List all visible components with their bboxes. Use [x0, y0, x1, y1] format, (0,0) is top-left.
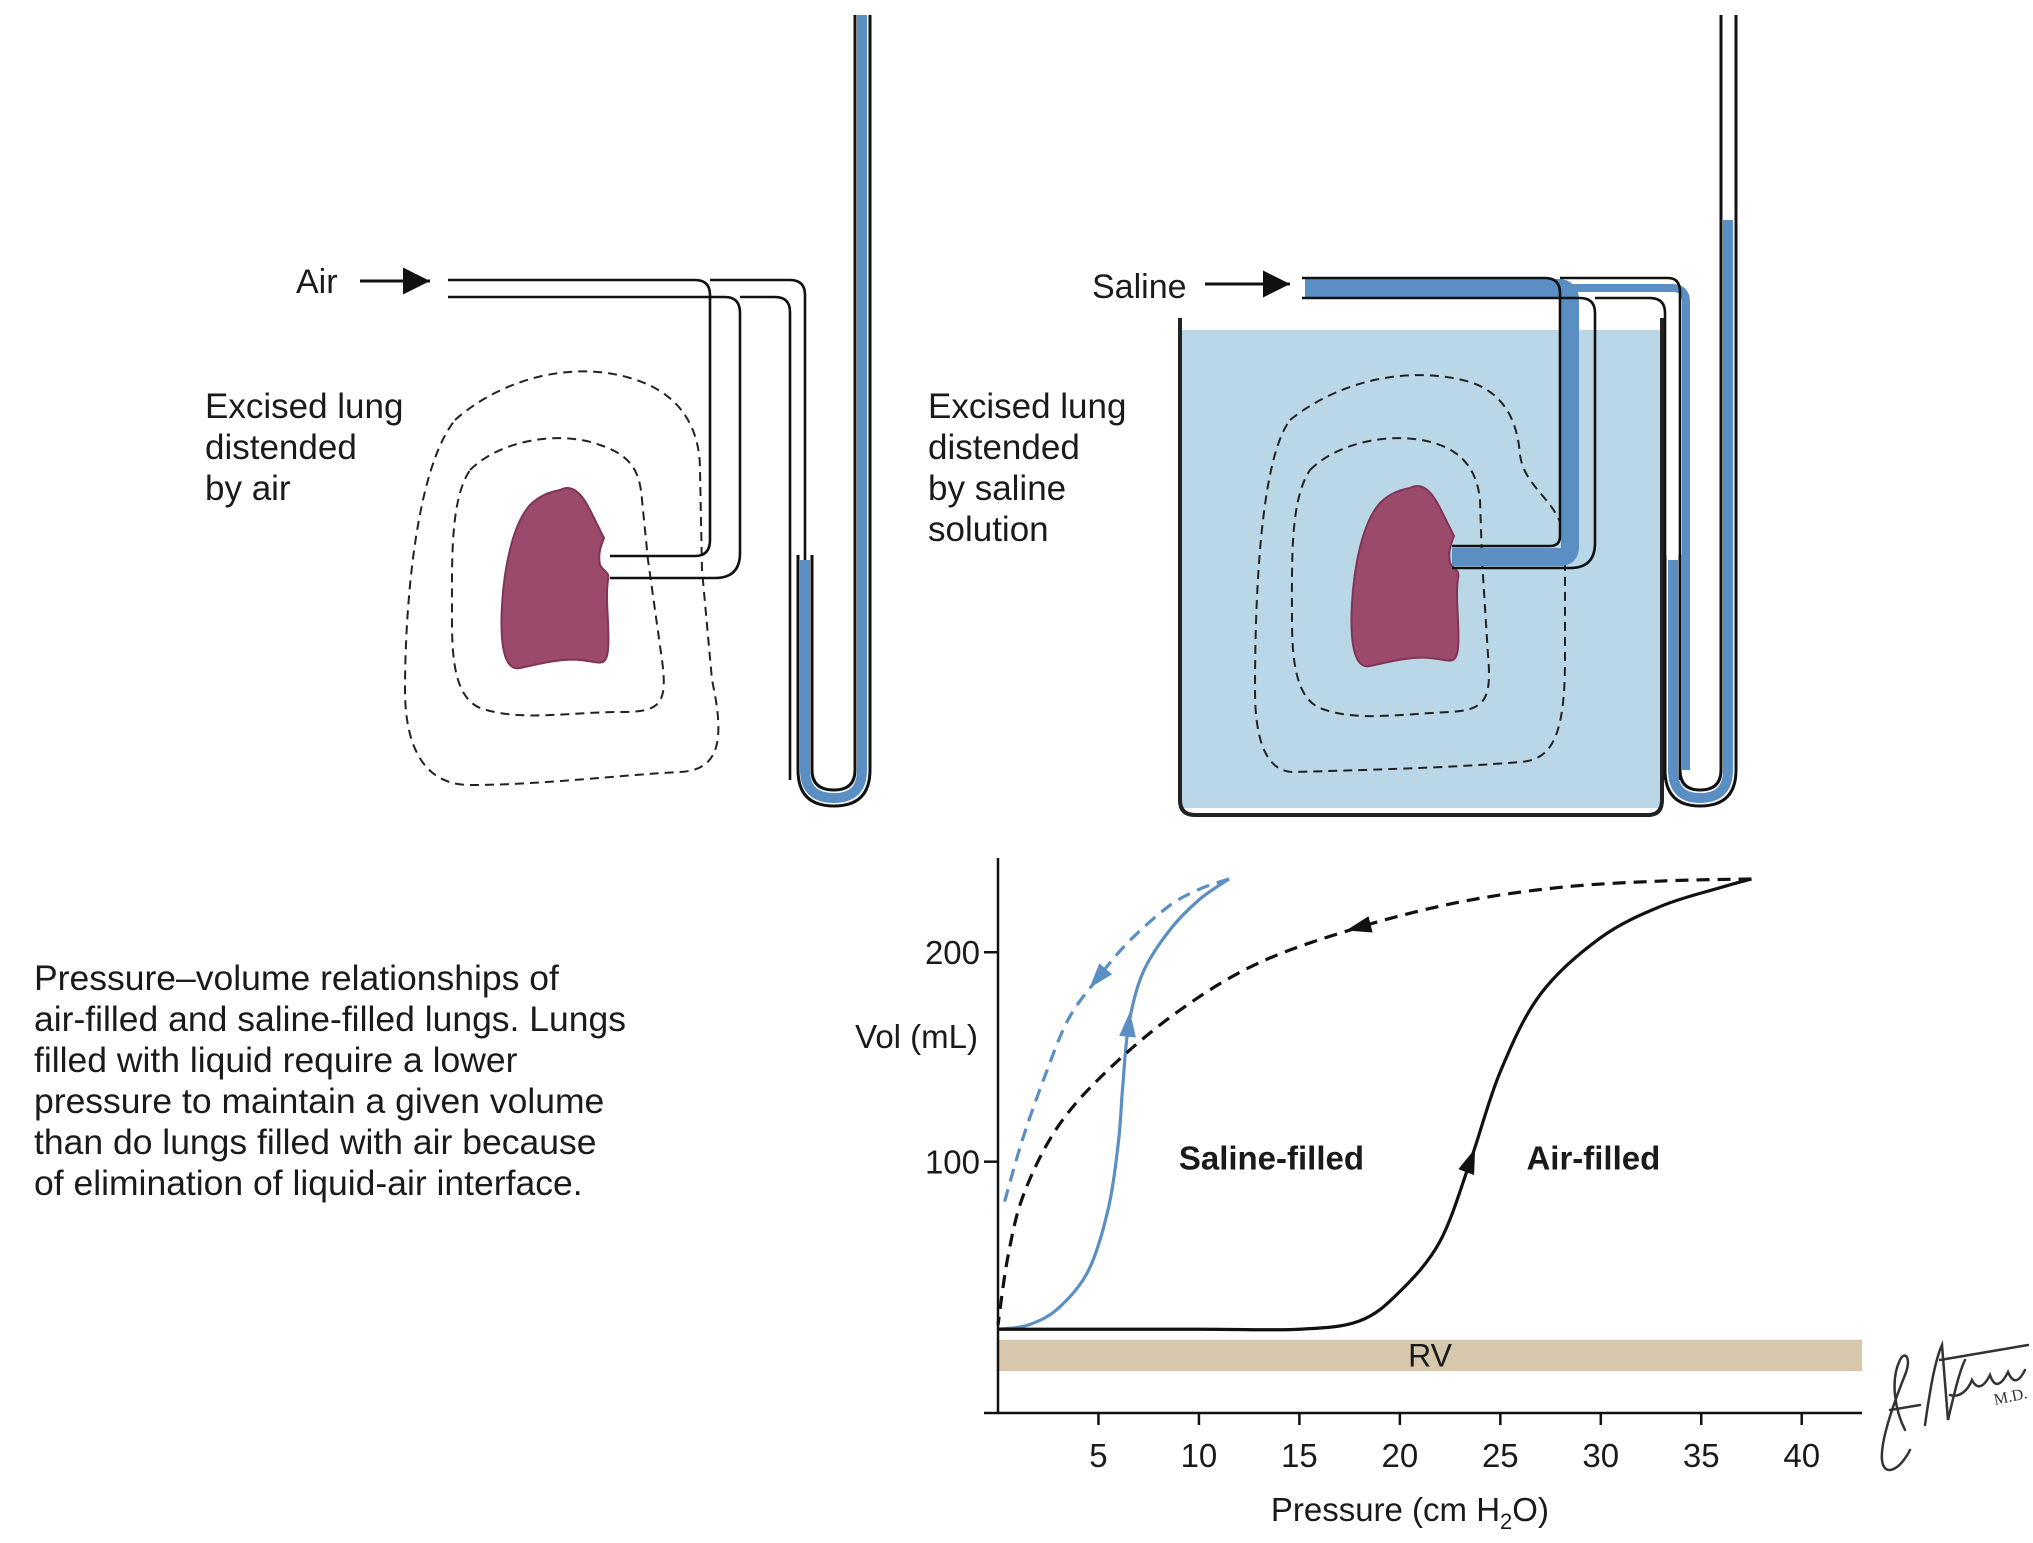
y-axis-label: Vol (mL)	[855, 1018, 978, 1055]
saline-deflation-curve	[1002, 877, 1230, 1205]
netter-signature: M.D.	[1880, 1340, 2030, 1472]
air-lung-diagram: Air Excised lung distended by air	[205, 15, 872, 808]
air-manometer	[796, 15, 872, 808]
chart-curves	[996, 877, 1752, 1332]
x-tick-label: 5	[1089, 1437, 1107, 1474]
x-tick-label: 30	[1582, 1437, 1619, 1474]
saline-deflation-arrow	[1089, 963, 1113, 989]
saline-outer-contour	[1253, 374, 1566, 774]
air-inflation-curve	[998, 877, 1752, 1332]
rv-label: RV	[1408, 1337, 1453, 1373]
saline-excised-lung	[1350, 485, 1460, 668]
saline-lung-diagram: Saline Excised lung distended by saline	[928, 15, 1738, 817]
y-tick-label: 200	[925, 934, 980, 971]
air-deflation-curve	[996, 877, 1752, 1326]
x-tick-label: 35	[1683, 1437, 1720, 1474]
saline-middle-contour	[1290, 437, 1490, 718]
saline-tubing	[1302, 276, 1690, 780]
x-tick-label: 20	[1382, 1437, 1419, 1474]
y-tick-label: 100	[925, 1144, 980, 1181]
air-outer-contour	[403, 370, 720, 787]
figure-caption: Pressure–volume relationships of air-fil…	[34, 958, 674, 1204]
saline-inlet-label: Saline	[1092, 268, 1187, 306]
y-ticks: 100 200	[925, 934, 998, 1181]
x-tick-label: 15	[1281, 1437, 1318, 1474]
saline-tank	[1178, 318, 1664, 817]
x-tick-label: 25	[1482, 1437, 1519, 1474]
caption-line: Pressure–volume relationships of	[34, 958, 559, 998]
caption-line: pressure to maintain a given volume	[34, 1081, 605, 1121]
air-tubing	[448, 278, 807, 780]
caption-line: than do lungs filled with air because	[34, 1122, 597, 1162]
x-tick-label: 40	[1783, 1437, 1820, 1474]
air-deflation-arrow	[1346, 916, 1373, 933]
saline-inflation-curve	[997, 877, 1230, 1331]
caption-line: filled with liquid require a lower	[34, 1040, 518, 1080]
x-tick-label: 10	[1181, 1437, 1218, 1474]
caption-line: air-filled and saline-filled lungs. Lung…	[34, 999, 627, 1039]
svg-text:M.D.: M.D.	[1992, 1385, 2029, 1409]
saline-diagram-caption: Excised lung distended by saline solutio…	[928, 387, 1136, 549]
air-series-label: Air-filled	[1526, 1139, 1660, 1176]
saline-series-label: Saline-filled	[1179, 1139, 1364, 1176]
x-ticks: 5 10 15 20 25 30 35 40	[1089, 1413, 1820, 1474]
pressure-volume-chart: RV 5 10 15 20 25 30 35 40 100 200 Vol (mL) Press…	[855, 858, 1862, 1534]
x-axis-label: Pressure (cm H2O)	[1271, 1491, 1549, 1534]
saline-manometer	[1663, 15, 1738, 808]
air-diagram-caption: Excised lung distended by air	[205, 387, 413, 508]
rv-band	[998, 1339, 1862, 1372]
air-middle-contour	[450, 437, 665, 717]
saline-inflation-arrow	[1119, 1011, 1136, 1038]
air-inflation-arrow	[1458, 1148, 1476, 1176]
caption-line: of elimination of liquid-air interface.	[34, 1163, 583, 1203]
air-excised-lung	[500, 487, 610, 670]
air-inlet-label: Air	[296, 263, 338, 301]
